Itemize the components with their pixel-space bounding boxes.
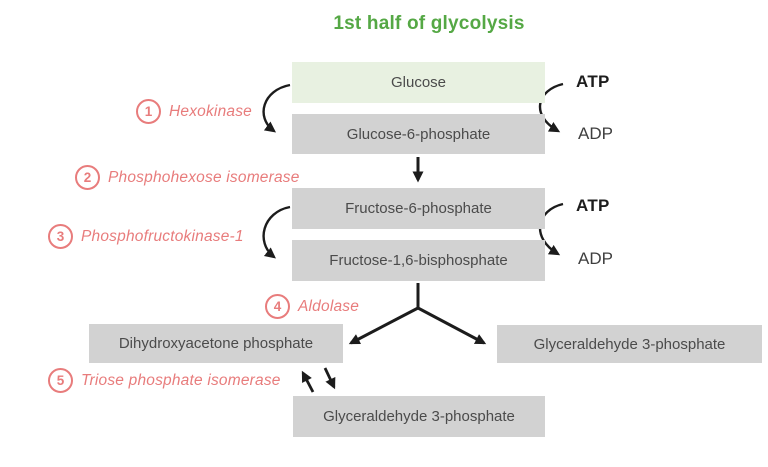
enzyme-name-phosphohexose-isomerase: Phosphohexose isomerase bbox=[108, 168, 300, 186]
arrow-dhap-to-g3p bbox=[323, 367, 336, 390]
arc-hexokinase bbox=[262, 83, 291, 133]
metabolite-box-glucose: Glucose bbox=[292, 62, 545, 103]
metabolite-box-glyceraldehyde-3-phosphate-branch: Glyceraldehyde 3-phosphate bbox=[497, 325, 762, 363]
enzyme-step-5: 5 Triose phosphate isomerase bbox=[48, 368, 281, 393]
metabolite-box-dihydroxyacetone-phosphate: Dihydroxyacetone phosphate bbox=[89, 324, 343, 363]
arrow-fork-to-g3p bbox=[417, 306, 487, 345]
step-2-number-circle: 2 bbox=[75, 165, 100, 190]
metabolite-box-fructose-1-6-bisphosphate: Fructose-1,6-bisphosphate bbox=[292, 240, 545, 281]
enzyme-name-phosphofructokinase-1: Phosphofructokinase-1 bbox=[81, 227, 244, 245]
enzyme-step-2: 2 Phosphohexose isomerase bbox=[75, 165, 300, 190]
metabolite-label-fructose-6-phosphate: Fructose-6-phosphate bbox=[345, 200, 492, 217]
metabolite-label-dihydroxyacetone-phosphate: Dihydroxyacetone phosphate bbox=[118, 335, 314, 352]
metabolite-box-glucose-6-phosphate: Glucose-6-phosphate bbox=[292, 114, 545, 154]
arrow-g3p-to-dhap bbox=[301, 370, 315, 393]
arrow-fork-to-dhap bbox=[348, 306, 419, 345]
metabolite-label-glucose-6-phosphate: Glucose-6-phosphate bbox=[346, 125, 491, 143]
enzyme-step-4: 4 Aldolase bbox=[265, 294, 359, 319]
adp-label-step-1: ADP bbox=[578, 124, 613, 143]
metabolite-label-glucose: Glucose bbox=[390, 74, 447, 91]
metabolite-label-glyceraldehyde-3-phosphate-branch: Glyceraldehyde 3-phosphate bbox=[533, 335, 726, 353]
step-3-number-circle: 3 bbox=[48, 224, 73, 249]
metabolite-box-glyceraldehyde-3-phosphate-isomerized: Glyceraldehyde 3-phosphate bbox=[293, 396, 545, 437]
arc-pfk1 bbox=[262, 205, 291, 259]
metabolite-box-fructose-6-phosphate: Fructose-6-phosphate bbox=[292, 188, 545, 229]
diagram-title: 1st half of glycolysis bbox=[333, 13, 525, 34]
metabolite-label-fructose-1-6-bisphosphate: Fructose-1,6-bisphosphate bbox=[329, 252, 508, 269]
atp-label-step-1: ATP bbox=[576, 72, 610, 91]
step-1-number-circle: 1 bbox=[136, 99, 161, 124]
adp-label-step-3: ADP bbox=[578, 249, 613, 268]
enzyme-name-aldolase: Aldolase bbox=[298, 297, 360, 315]
step-5-number-circle: 5 bbox=[48, 368, 73, 393]
atp-label-step-3: ATP bbox=[576, 196, 610, 215]
enzyme-step-1: 1 Hexokinase bbox=[136, 99, 252, 124]
enzyme-step-3: 3 Phosphofructokinase-1 bbox=[48, 224, 244, 249]
enzyme-name-hexokinase: Hexokinase bbox=[169, 102, 252, 120]
enzyme-name-triose-phosphate-isomerase: Triose phosphate isomerase bbox=[81, 371, 281, 389]
metabolite-label-glyceraldehyde-3-phosphate-isomerized: Glyceraldehyde 3-phosphate bbox=[323, 408, 515, 425]
step-4-number-circle: 4 bbox=[265, 294, 290, 319]
